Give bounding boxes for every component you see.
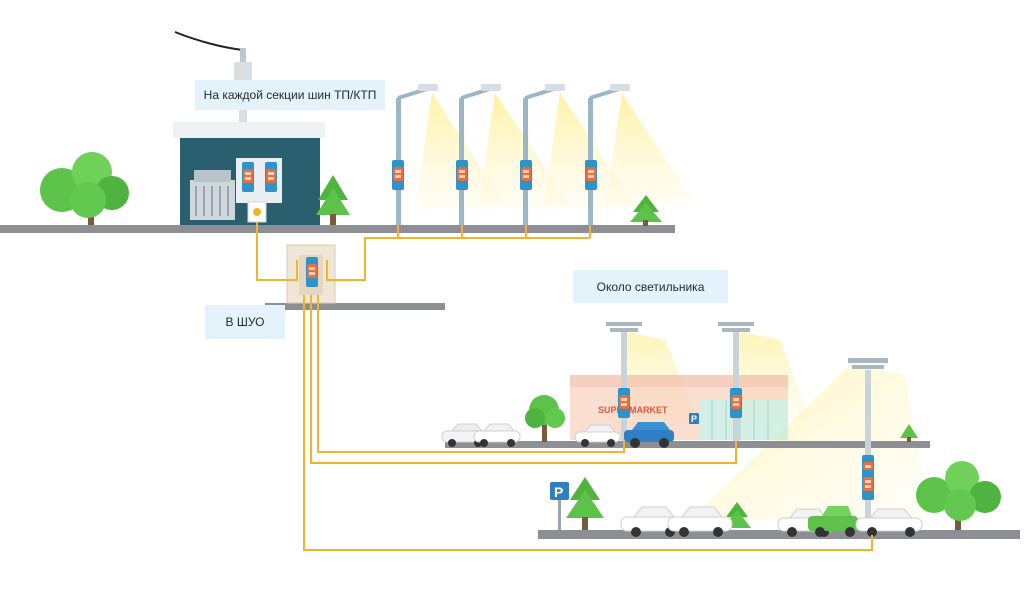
ground-middle (445, 441, 930, 448)
tree-icon (40, 152, 129, 225)
overhead-wire (174, 31, 244, 51)
surge-protector-icon (520, 160, 532, 190)
cable-lower (303, 295, 873, 551)
surge-protector-icon (618, 388, 630, 418)
ground-cabinet (265, 303, 445, 310)
supermarket-sign: SUPERMARKET (598, 405, 668, 415)
ground-top (0, 225, 675, 233)
label-tp-bus: На каждой секции шин ТП/КТП (195, 80, 385, 110)
svg-text:P: P (691, 414, 697, 424)
floodlight-mast-icon (718, 322, 754, 441)
insulator (240, 48, 246, 62)
car-icon (473, 423, 521, 447)
car-icon (620, 506, 684, 537)
floodlight-mast-icon (606, 322, 642, 441)
tree-icon (916, 461, 1001, 530)
car-icon (855, 508, 923, 537)
surge-protector-icon (306, 257, 318, 287)
car-icon (667, 506, 733, 537)
tree-icon (900, 424, 918, 442)
mast-top (234, 62, 252, 82)
car-icon (624, 422, 674, 448)
tree-icon (566, 477, 604, 530)
surge-protector-icon (730, 388, 742, 418)
surge-protector-icon (862, 470, 874, 500)
mast-base (239, 110, 247, 122)
ground-bottom (538, 530, 1020, 539)
tree-icon (630, 195, 662, 226)
tree-icon (525, 395, 565, 442)
surge-protector-icon (265, 162, 277, 192)
surge-protector-icon (242, 162, 254, 192)
floodlight-mast-icon (848, 358, 888, 530)
parking-sign-icon: P (689, 413, 699, 424)
svg-text:P: P (554, 484, 563, 500)
label-near-lamp: Около светильника (573, 270, 728, 303)
label-shuo: В ШУО (205, 305, 285, 339)
surge-protector-icon (585, 160, 597, 190)
cable-upper (256, 222, 591, 281)
surge-protector-icon (392, 160, 404, 190)
car-icon (574, 424, 621, 447)
lamp-beam-4 (605, 93, 692, 210)
car-icon (808, 506, 858, 537)
parking-sign-icon: P (550, 482, 569, 530)
surge-protector-icon (456, 160, 468, 190)
tree-icon (316, 175, 350, 225)
